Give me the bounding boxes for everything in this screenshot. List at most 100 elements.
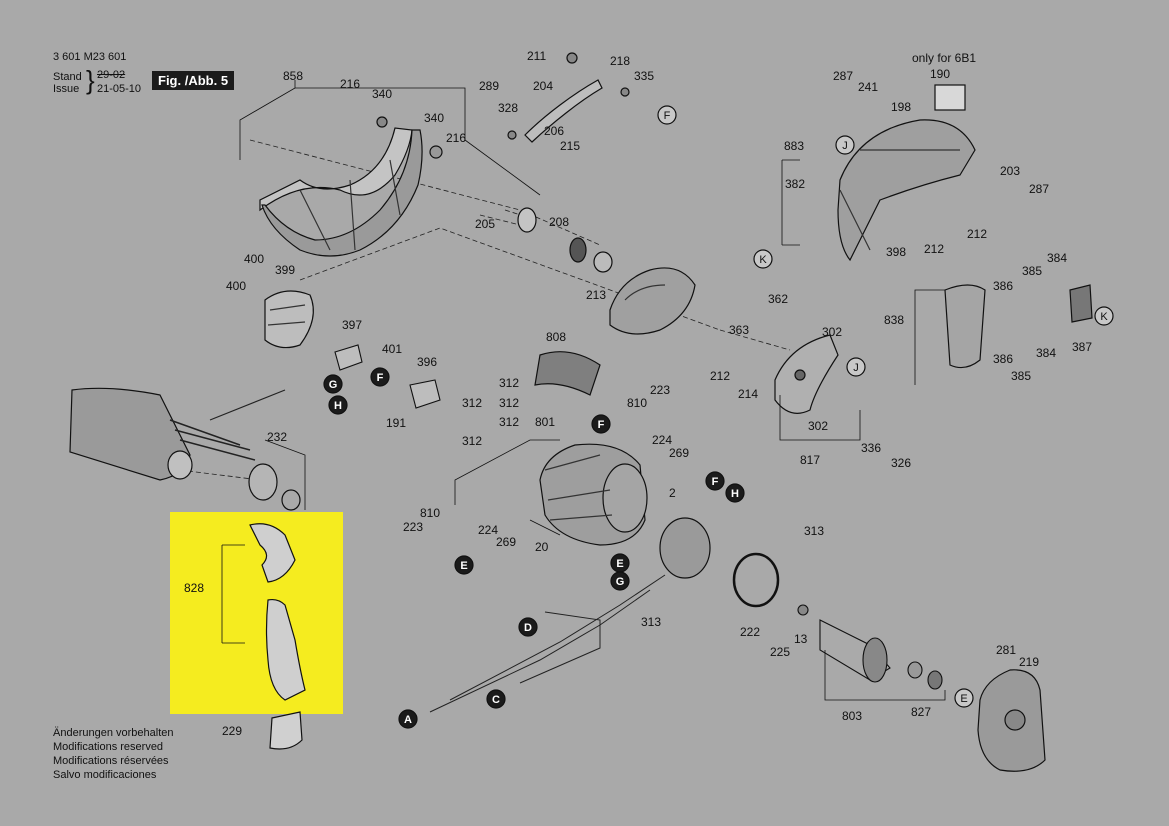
highlight-box-828 [170,512,343,714]
part-229 [269,711,303,750]
part-label-313a: 313 [804,524,824,538]
ref-tag-h2: H [725,483,745,503]
part-label-287b: 287 [1029,182,1049,196]
ref-tag-letter: E [460,560,467,572]
ref-tag-letter: J [853,362,859,374]
part-label-2: 2 [669,486,676,500]
leader-838 [914,289,945,385]
part-label-191: 191 [386,416,406,430]
ref-tag-circle [323,374,343,394]
ref-tag-d: D [518,617,538,637]
part-label-229: 229 [222,724,242,738]
leader-828 [221,544,245,644]
ref-tag-j1: J [835,135,855,155]
part-label-216b: 216 [446,131,466,145]
dust-port-399 [264,290,314,349]
ref-tag-circle [725,483,745,503]
part-label-302a: 302 [822,325,842,339]
part-label-384a: 384 [1047,251,1067,265]
ref-tag-letter: F [377,372,384,384]
ref-tag-letter: G [616,576,625,588]
ref-tag-g1: G [323,374,343,394]
part-label-340a: 340 [372,87,392,101]
part-label-335: 335 [634,69,654,83]
part-label-384b: 384 [1036,346,1056,360]
ref-tag-letter: D [524,622,532,634]
part-label-363: 363 [729,323,749,337]
ref-tag-circle [753,249,773,269]
part-label-396: 396 [417,355,437,369]
part-label-13: 13 [794,632,808,646]
dust-chute-232 [69,387,301,511]
part-label-269b: 269 [496,535,516,549]
part-label-213: 213 [586,288,606,302]
ref-tag-h1: H [328,395,348,415]
leader-883 [781,159,800,246]
part-label-218: 218 [610,54,630,68]
note-en: Modifications reserved [53,741,164,753]
part-label-208: 208 [549,215,569,229]
issue-value: 21-05-10 [97,83,142,95]
part-label-808: 808 [546,330,566,344]
stator-2 [659,517,780,608]
part-label-219: 219 [1019,655,1039,669]
ref-tag-f1: F [657,105,677,125]
part-label-312d: 312 [462,434,482,448]
part-label-190: 190 [930,67,950,81]
ref-tag-letter: C [492,694,500,706]
part-label-313b: 313 [641,615,661,629]
ref-tag-letter: J [842,140,848,152]
ref-tag-circle [454,555,474,575]
part-label-224b: 224 [478,523,498,537]
doc-number: 3 601 M23 601 [53,51,127,63]
part-label-801: 801 [535,415,555,429]
end-housing-219 [977,669,1046,772]
ref-tag-circle [846,357,866,377]
ref-tag-circle [486,689,506,709]
figure-badge: Fig. /Abb. 5 [152,71,235,90]
part-label-204: 204 [533,79,553,93]
note-de: Änderungen vorbehalten [53,727,174,739]
leader-817 [779,395,861,441]
part-label-312b: 312 [462,396,482,410]
part-label-222: 222 [740,625,760,639]
part-label-216a: 216 [340,77,360,91]
upper-blade-guard [259,116,443,257]
part-label-362: 362 [768,292,788,306]
leader-803 [824,650,946,701]
ref-tag-circle [591,414,611,434]
ref-tag-letter: H [334,400,342,412]
part-label-215: 215 [560,139,580,153]
part-label-269a: 269 [669,446,689,460]
part-label-810b: 810 [420,506,440,520]
part-label-401: 401 [382,342,402,356]
ref-tag-e2: E [610,553,630,573]
part-label-336: 336 [861,441,881,455]
part-label-212a: 212 [924,242,944,256]
part-label-289: 289 [479,79,499,93]
part-label-858: 858 [283,69,303,83]
guard-leader-858 [239,80,541,196]
linkage-arm-204 [507,52,630,143]
ref-tag-k2: K [1094,306,1114,326]
part-label-211: 211 [527,49,546,63]
part-label-386a: 386 [993,279,1013,293]
ref-tag-e3: E [954,688,974,708]
armature-803 [797,604,943,690]
part-label-203: 203 [1000,164,1020,178]
ref-tag-letter: F [712,476,719,488]
part-label-223b: 223 [403,520,423,534]
ref-tag-circle [705,471,725,491]
part-label-400a: 400 [244,252,264,266]
part-label-287a: 287 [833,69,853,83]
ref-tag-circle [610,571,630,591]
part-label-838: 838 [884,313,904,327]
motor-housing-801 [534,351,648,546]
part-label-312a: 312 [499,376,519,390]
leader-232 [264,439,306,510]
bracket-plate-817 [774,334,839,414]
part-label-232: 232 [267,430,287,444]
part-label-382: 382 [785,177,805,191]
ref-tag-letter: H [731,488,739,500]
part-label-340b: 340 [424,111,444,125]
